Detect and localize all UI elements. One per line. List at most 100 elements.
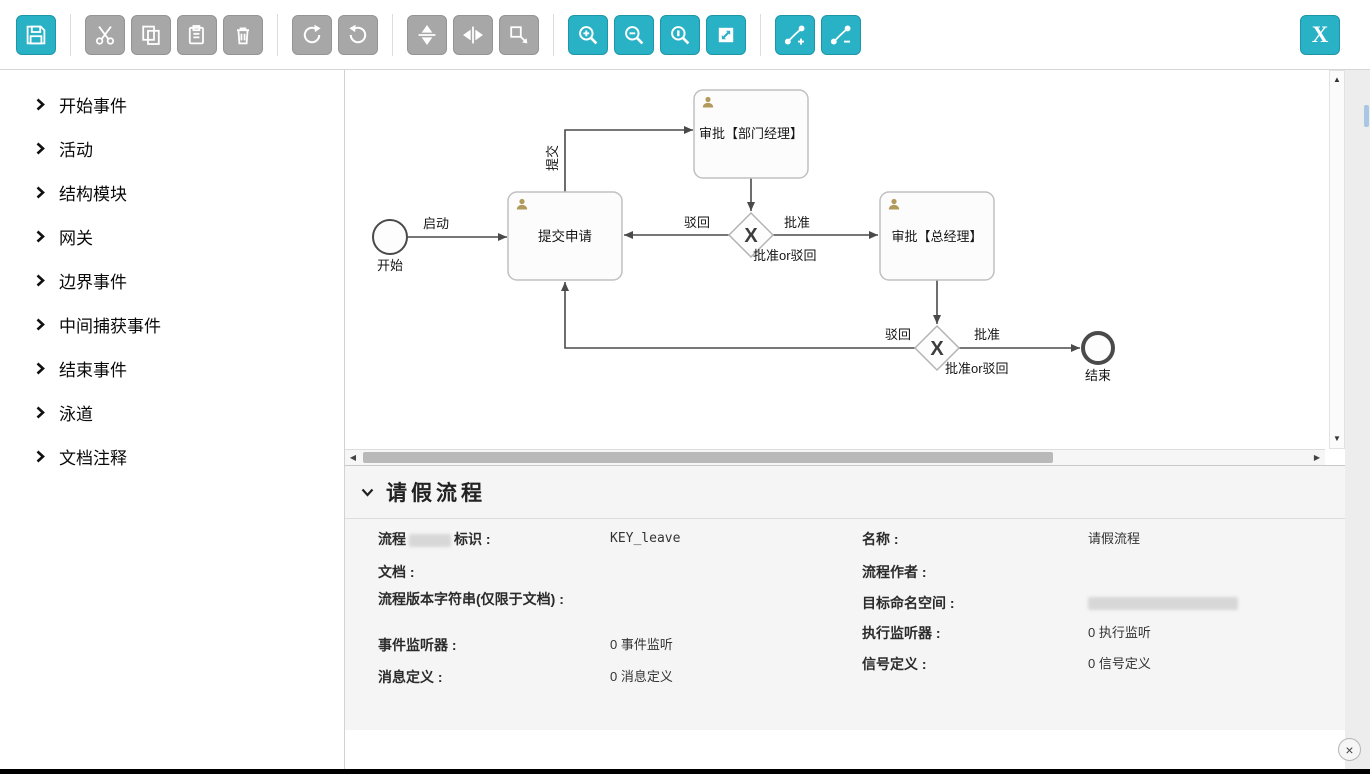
palette-item-end-events[interactable]: 结束事件 [0,346,344,390]
task-submit-label: 提交申请 [538,228,592,244]
palette-item-gateways[interactable]: 网关 [0,214,344,258]
zoom-actual-button[interactable] [660,14,700,55]
chevron-right-icon [36,186,45,198]
gateway-x-marker: X [930,338,944,360]
gateway1-node[interactable]: X 批准or驳回 [727,211,817,263]
palette-item-artifacts[interactable]: 文档注释 [0,434,344,478]
palette-item-label: 结束事件 [59,360,127,380]
field-label-namespace: 目标命名空间 : [862,595,955,611]
field-label-documentation: 文档 : [378,564,415,580]
palette-item-label: 网关 [59,228,93,248]
flow-label-reject2: 驳回 [885,327,911,342]
process-title: 请假流程 [386,482,486,505]
palette-item-label: 开始事件 [59,96,127,116]
zoom-in-button[interactable] [568,14,608,55]
palette-item-boundary-events[interactable]: 边界事件 [0,258,344,302]
palette-item-swimlanes[interactable]: 泳道 [0,390,344,434]
right-margin-strip [1345,70,1370,769]
task-submit-node[interactable]: 提交申请 [507,191,623,281]
palette-sidebar: 开始事件 活动 结构模块 网关 边界事件 中间捕获事件 结束事件 泳道 [0,70,345,769]
field-value-event-listeners[interactable]: 0 事件监听 [610,637,673,652]
delete-button[interactable] [223,14,263,55]
field-value-namespace[interactable] [1088,593,1238,613]
bpmn-diagram: 启动 提交 驳回 批准 驳回 批准 开始 [372,89,1115,383]
field-value-process-id: KEY_leave [610,531,681,546]
field-value-message-definitions[interactable]: 0 消息定义 [610,669,673,684]
user-icon [888,198,900,210]
field-value-name[interactable]: 请假流程 [1088,531,1141,546]
add-bendpoint-button[interactable] [775,14,815,55]
flow-gateway2-reject[interactable] [561,282,915,349]
undo-button[interactable] [338,14,378,55]
palette-item-label: 中间捕获事件 [59,316,161,336]
chevron-right-icon [36,362,45,374]
toolbar: X [0,0,1370,70]
gateway2-node[interactable]: X 批准or驳回 [913,324,1009,376]
toolbar-separator [392,13,393,56]
field-label-signal-definitions: 信号定义 : [862,656,927,672]
field-label-name: 名称 : [862,531,899,547]
palette-item-structural[interactable]: 结构模块 [0,170,344,214]
zoom-out-button[interactable] [614,14,654,55]
redacted-text [409,533,451,547]
palette-item-label: 活动 [59,140,93,160]
palette-item-intermediate-events[interactable]: 中间捕获事件 [0,302,344,346]
copy-button[interactable] [131,14,171,55]
horizontal-scrollbar[interactable]: ◀ ▶ [345,449,1325,465]
chevron-right-icon [36,274,45,286]
properties-header[interactable]: 请假流程 [345,466,1345,519]
chevron-right-icon [36,318,45,330]
task-ceo-node[interactable]: 审批【总经理】 [879,191,995,281]
scroll-up-arrow[interactable]: ▲ [1333,75,1341,84]
chevron-right-icon [36,450,45,462]
trash-icon [237,27,249,44]
remove-bendpoint-icon [830,24,851,45]
vertical-scrollbar[interactable]: ▲ ▼ [1329,70,1345,449]
field-label-author: 流程作者 : [862,564,927,580]
palette-item-activities[interactable]: 活动 [0,126,344,170]
paste-button[interactable] [177,14,217,55]
redacted-text [1088,597,1238,611]
dialog-close-button[interactable]: × [1338,738,1361,761]
add-bendpoint-icon [784,24,805,45]
remove-bendpoint-button[interactable] [821,14,861,55]
toolbar-separator [70,13,71,56]
horizontal-scroll-thumb[interactable] [363,452,1053,463]
field-value-execution-listeners[interactable]: 0 执行监听 [1088,625,1151,640]
end-event-node[interactable]: 结束 [1081,331,1115,383]
redo-button[interactable] [292,14,332,55]
task-manager-node[interactable]: 审批【部门经理】 [693,89,809,179]
undo-icon [349,24,367,43]
zoom-fit-button[interactable] [706,14,746,55]
zoom-out-icon [625,25,644,44]
field-value-signal-definitions[interactable]: 0 信号定义 [1088,656,1151,671]
scroll-right-arrow[interactable]: ▶ [1313,453,1321,462]
start-event-node[interactable]: 开始 [372,219,408,273]
redo-icon [303,24,321,43]
gateway2-label: 批准or驳回 [945,361,1009,376]
scroll-down-arrow[interactable]: ▼ [1333,434,1341,443]
bottom-border-bar [0,769,1370,774]
flow-label-approve2: 批准 [974,327,1000,342]
zoom-in-icon [579,25,598,44]
browser-scrollbar-fragment[interactable] [1364,105,1369,127]
align-vertical-button[interactable] [407,14,447,55]
field-label-message-definitions: 消息定义 : [378,669,443,685]
palette-item-label: 文档注释 [59,448,127,468]
palette-item-start-events[interactable]: 开始事件 [0,82,344,126]
chevron-right-icon [36,142,45,154]
same-size-button[interactable] [499,14,539,55]
scroll-left-arrow[interactable]: ◀ [349,453,357,462]
diagram-viewport[interactable]: 启动 提交 驳回 批准 驳回 批准 开始 [345,70,1325,449]
field-label-event-listeners: 事件监听器 : [378,637,457,653]
zoom-fit-icon [718,27,734,42]
align-horizontal-button[interactable] [453,14,493,55]
diagram-canvas[interactable]: 启动 提交 驳回 批准 驳回 批准 开始 [345,70,1345,465]
close-editor-button[interactable]: X [1300,14,1340,55]
gateway1-label: 批准or驳回 [753,248,817,263]
flow-submit-to-manager[interactable] [564,126,693,192]
cut-button[interactable] [85,14,125,55]
toolbar-separator [760,13,761,56]
save-button[interactable] [16,14,56,55]
end-event-label: 结束 [1085,368,1111,383]
